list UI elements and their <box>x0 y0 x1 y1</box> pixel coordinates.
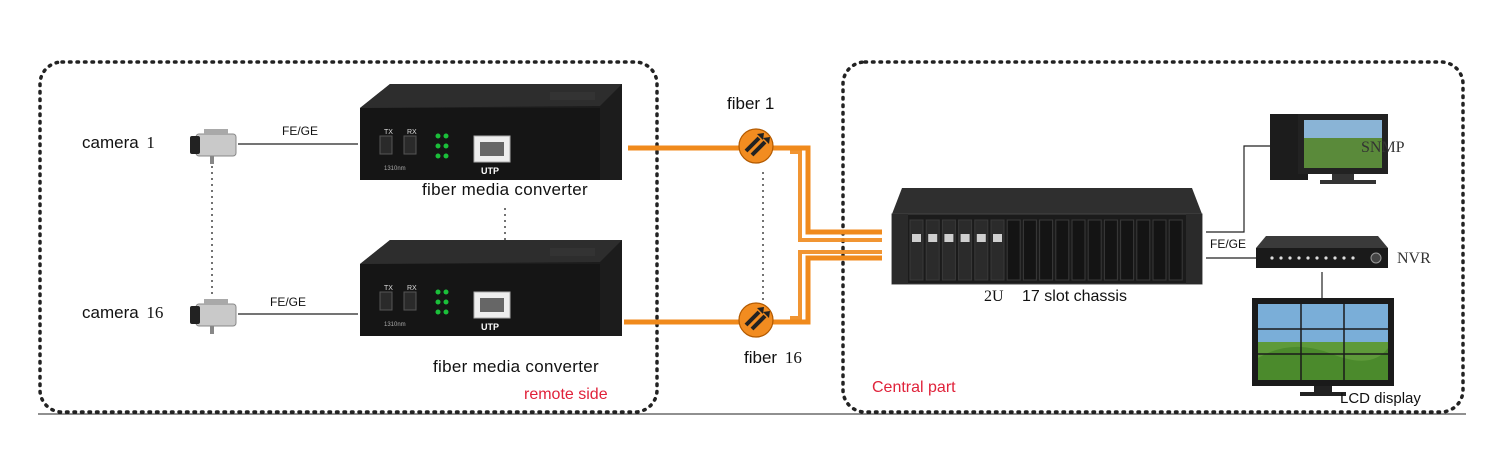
fiber16-connector-icon <box>738 302 774 338</box>
chassis-slot <box>1168 219 1183 281</box>
camera16-label-word: camera <box>82 303 139 322</box>
remote-side-label: remote side <box>524 386 608 403</box>
svg-text:UTP: UTP <box>481 322 499 332</box>
fiber1-label-num: 1 <box>764 94 775 113</box>
chassis-port <box>993 234 1002 242</box>
snmp-label: SNMP <box>1361 139 1405 156</box>
svg-text:RX: RX <box>407 129 417 136</box>
chassis-label-b: 17 slot chassis <box>1022 288 1127 305</box>
media-converter-1-icon: UTP TX RX 1310nm <box>360 84 622 180</box>
fiber16-line-3 <box>790 250 882 320</box>
camera1-icon <box>190 129 237 164</box>
lcd-display-icon <box>1252 298 1394 396</box>
chassis-slot <box>974 219 989 281</box>
chassis-slot <box>1055 219 1070 281</box>
converter2-label: fiber media converter <box>433 357 599 376</box>
snmp-link <box>1206 145 1272 233</box>
fiber16-label: fiber 16 <box>744 348 802 368</box>
svg-text:1310nm: 1310nm <box>384 166 406 172</box>
chassis-label: 2U 17 slot chassis <box>984 288 1127 306</box>
central-link-label: FE/GE <box>1210 237 1247 251</box>
chassis-slot <box>1136 219 1151 281</box>
fiber16-label-num: 16 <box>784 348 802 367</box>
chassis-slot <box>1071 219 1086 281</box>
nvr-icon <box>1256 236 1388 268</box>
camera1-label: camera 1 <box>82 133 155 153</box>
camera16-link-label: FE/GE <box>270 295 307 309</box>
converter1-label: fiber media converter <box>422 180 588 199</box>
chassis-slot <box>1087 219 1102 281</box>
svg-text:TX: TX <box>384 129 393 136</box>
camera16-label-num: 16 <box>146 303 164 322</box>
nvr-led <box>1342 256 1346 260</box>
lcd-label: LCD display <box>1340 390 1421 407</box>
camera16-label: camera 16 <box>82 303 163 323</box>
chassis-slot <box>909 219 924 281</box>
chassis-slot <box>1103 219 1118 281</box>
chassis-port <box>928 234 938 242</box>
nvr-led <box>1306 256 1310 260</box>
svg-text:1310nm: 1310nm <box>384 322 406 328</box>
chassis-port <box>912 234 921 242</box>
fiber1-connector-icon <box>738 128 774 164</box>
chassis-icon <box>891 188 1203 285</box>
nvr-label: NVR <box>1397 250 1431 267</box>
chassis-slot <box>1152 219 1167 281</box>
nvr-led <box>1270 256 1274 260</box>
computer-icon <box>1270 114 1388 184</box>
fiber1-label: fiber 1 <box>727 94 774 114</box>
chassis-label-a: 2U <box>984 288 1004 305</box>
chassis-port <box>944 234 954 242</box>
nvr-led <box>1351 256 1355 260</box>
camera16-icon <box>190 299 237 334</box>
remote-side-border <box>38 60 659 414</box>
camera1-label-word: camera <box>82 133 139 152</box>
svg-text:TX: TX <box>384 285 393 292</box>
svg-text:RX: RX <box>407 285 417 292</box>
fiber16-label-word: fiber <box>744 348 778 367</box>
nvr-led <box>1279 256 1283 260</box>
nvr-led <box>1333 256 1337 260</box>
chassis-slot <box>1006 219 1021 281</box>
chassis-slot <box>990 219 1005 281</box>
svg-text:UTP: UTP <box>481 166 499 176</box>
fiber16-line-2 <box>772 255 882 325</box>
chassis-port <box>960 234 970 242</box>
camera1-label-num: 1 <box>146 133 155 152</box>
chassis-slot <box>1022 219 1037 281</box>
chassis-slot <box>1039 219 1054 281</box>
nvr-led <box>1324 256 1328 260</box>
chassis-port <box>976 234 986 242</box>
fiber1-line-3 <box>790 150 882 242</box>
nvr-led <box>1288 256 1292 260</box>
nvr-led <box>1297 256 1301 260</box>
camera1-link-label: FE/GE <box>282 124 319 138</box>
fiber1-line-2 <box>772 145 882 235</box>
chassis-slot <box>958 219 973 281</box>
chassis-slot <box>941 219 956 281</box>
central-part-label: Central part <box>872 379 956 396</box>
central-part-border <box>841 60 1465 414</box>
media-converter-2-icon: UTP TX RX 1310nm <box>360 240 622 336</box>
nvr-led <box>1315 256 1319 260</box>
fiber1-label-word: fiber <box>727 94 761 113</box>
chassis-slot <box>925 219 940 281</box>
chassis-slot <box>1120 219 1135 281</box>
